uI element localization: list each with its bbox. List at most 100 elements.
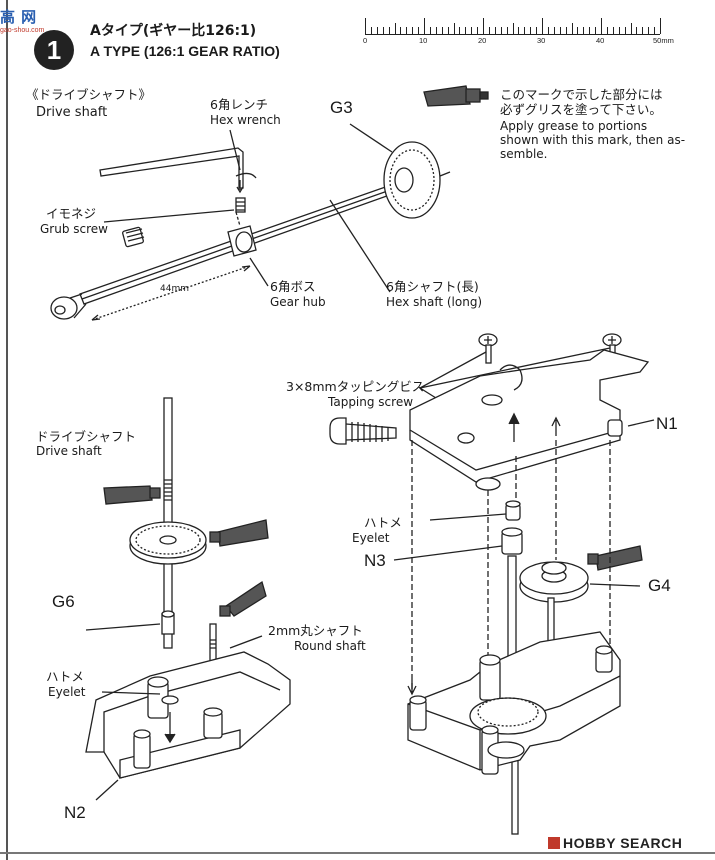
ruler-tick bbox=[654, 27, 656, 34]
ruler-tick bbox=[547, 27, 549, 34]
part-label-g6: G6 bbox=[52, 592, 75, 611]
part-label-n1: N1 bbox=[656, 414, 678, 433]
label-gear-hub-jp: 6角ボス bbox=[270, 279, 316, 294]
part-label-n2: N2 bbox=[64, 803, 86, 822]
hobby-search-logo-icon bbox=[548, 837, 560, 849]
label-eyelet-right-jp: ハトメ bbox=[364, 515, 402, 530]
ruler-tick bbox=[595, 27, 597, 34]
ruler-tick bbox=[583, 27, 585, 34]
ruler-tick bbox=[418, 27, 420, 34]
step-title-en: A TYPE (126:1 GEAR RATIO) bbox=[90, 43, 280, 59]
ruler-tick bbox=[553, 27, 555, 34]
gear-g3-icon bbox=[383, 141, 451, 219]
ruler-label: 10 bbox=[419, 36, 428, 45]
scale-ruler: 0 10 20 30 40 50mm bbox=[363, 14, 674, 45]
ruler-tick bbox=[400, 27, 402, 34]
ruler-label: 20 bbox=[478, 36, 487, 45]
ruler-label: 40 bbox=[596, 36, 605, 45]
label-hex-shaft-jp: 6角シャフト(長) bbox=[386, 279, 479, 294]
ruler-tick bbox=[465, 27, 467, 34]
gearbox-n2 bbox=[85, 651, 291, 779]
grease-note-jp-1: このマークで示した部分には bbox=[500, 87, 663, 102]
watermark-text: 高 网 bbox=[0, 9, 38, 26]
ruler-tick bbox=[642, 27, 644, 34]
ruler-tick bbox=[471, 27, 473, 34]
ruler-tick bbox=[618, 27, 620, 34]
gear-hub-icon bbox=[227, 211, 257, 257]
label-grub-screw-jp: イモネジ bbox=[46, 206, 97, 221]
ruler-tick bbox=[559, 27, 561, 34]
ruler-tick bbox=[394, 23, 396, 34]
ruler-tick bbox=[518, 27, 520, 34]
label-tapping-screw-jp: 3×8mmタッピングビス bbox=[286, 379, 425, 394]
ruler-tick bbox=[477, 27, 479, 34]
motor-plate-n1 bbox=[409, 349, 650, 491]
ruler-tick bbox=[612, 27, 614, 34]
watermark-url: gao-shou.com bbox=[0, 27, 45, 34]
ruler-tick bbox=[483, 18, 484, 34]
ruler-label: 30 bbox=[537, 36, 546, 45]
ruler-tick bbox=[412, 27, 414, 34]
label-grub-screw-en: Grub screw bbox=[40, 222, 108, 236]
ruler-tick bbox=[388, 27, 390, 34]
ruler-label: 50mm bbox=[653, 36, 674, 45]
step-number-badge: 1 bbox=[34, 30, 74, 70]
label-eyelet-left-jp: ハトメ bbox=[46, 669, 84, 684]
label-drive-shaft2-en: Drive shaft bbox=[36, 444, 102, 458]
ruler-tick bbox=[536, 27, 538, 34]
label-hex-shaft-en: Hex shaft (long) bbox=[386, 295, 483, 309]
ruler-label: 0 bbox=[363, 36, 368, 45]
gearbox-lower-right bbox=[407, 631, 621, 775]
hex-shaft-long bbox=[50, 183, 399, 320]
ruler-tick bbox=[376, 27, 378, 34]
ruler-tick bbox=[565, 27, 567, 34]
ruler-tick bbox=[577, 27, 579, 34]
ruler-tick bbox=[512, 23, 514, 34]
grease-note-en-2: shown with this mark, then as- bbox=[500, 133, 686, 147]
label-hex-wrench-jp: 6角レンチ bbox=[210, 97, 268, 112]
part-label-n3: N3 bbox=[364, 551, 386, 570]
gear-g4 bbox=[519, 561, 589, 603]
ruler-tick bbox=[571, 23, 573, 34]
ruler-tick bbox=[530, 27, 532, 34]
ruler-tick bbox=[406, 27, 408, 34]
ruler-tick bbox=[424, 18, 425, 34]
hex-wrench-icon bbox=[99, 147, 257, 194]
ruler-tick bbox=[506, 27, 508, 34]
ruler-tick bbox=[365, 18, 366, 34]
ruler-tick bbox=[624, 27, 626, 34]
label-tapping-screw-en: Tapping screw bbox=[328, 395, 414, 409]
gear-crown bbox=[129, 521, 207, 565]
ruler-tick bbox=[589, 27, 591, 34]
ruler-tick bbox=[459, 27, 461, 34]
ruler-tick bbox=[453, 23, 455, 34]
ruler-tick bbox=[630, 23, 632, 34]
part-label-g3: G3 bbox=[330, 98, 353, 117]
grease-note-jp-2: 必ずグリスを塗って下さい。 bbox=[500, 102, 662, 117]
page-border-bottom bbox=[0, 852, 715, 854]
ruler-tick bbox=[500, 27, 502, 34]
ruler-tick bbox=[370, 27, 372, 34]
ruler-tick bbox=[441, 27, 443, 34]
watermark-logo: 高 网 gao-shou.com bbox=[0, 6, 44, 34]
drive-shaft-header-en: Drive shaft bbox=[36, 105, 108, 120]
grub-screw-icon bbox=[122, 197, 246, 248]
label-round-shaft-jp: 2mm丸シャフト bbox=[268, 623, 363, 638]
ruler-tick bbox=[447, 27, 449, 34]
label-eyelet-right-en: Eyelet bbox=[352, 531, 390, 545]
part-label-g4: G4 bbox=[648, 576, 671, 595]
page-border-left bbox=[6, 0, 8, 860]
grease-note-en-3: semble. bbox=[500, 147, 548, 161]
dimension-44mm bbox=[91, 265, 251, 321]
label-dimension-44: 44mm bbox=[160, 284, 189, 294]
label-eyelet-left-en: Eyelet bbox=[48, 685, 86, 699]
hobby-search-watermark: HOBBY SEARCH bbox=[548, 835, 682, 851]
ruler-tick bbox=[636, 27, 638, 34]
drive-shaft-header-jp: 《ドライブシャフト》 bbox=[26, 87, 152, 102]
ruler-tick bbox=[488, 27, 490, 34]
label-gear-hub-en: Gear hub bbox=[270, 295, 326, 309]
ruler-tick bbox=[524, 27, 526, 34]
ruler-tick bbox=[648, 27, 650, 34]
grease-tube-icon bbox=[423, 85, 489, 107]
